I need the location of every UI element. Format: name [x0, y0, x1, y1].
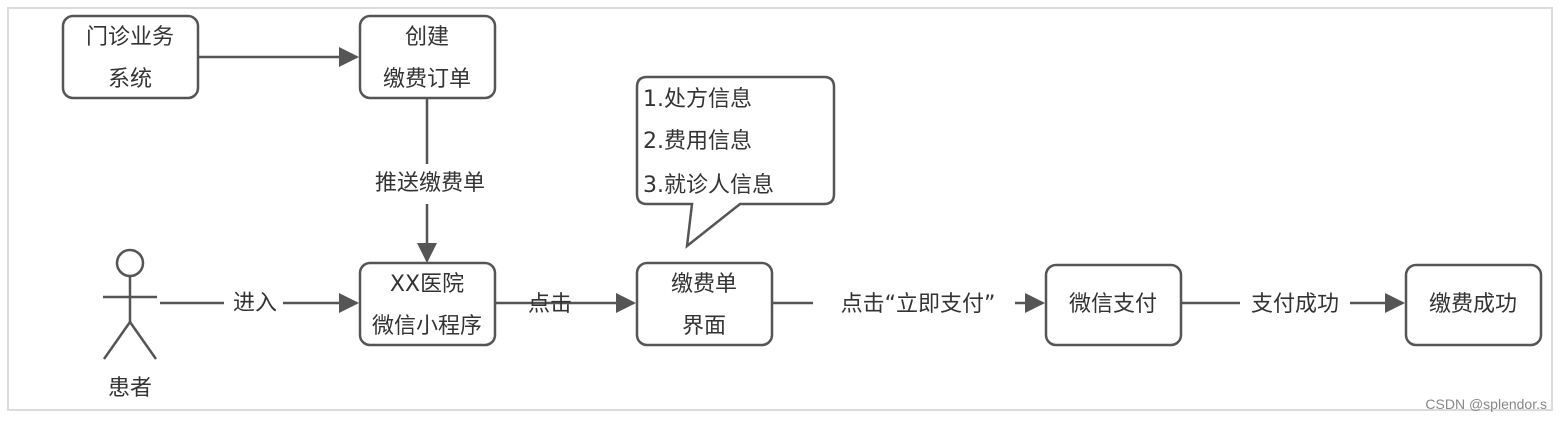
node-outpatient-line2: 系统 [108, 67, 152, 92]
callout-bill-details: 1.处方信息 2.费用信息 3.就诊人信息 [635, 75, 836, 249]
node-outpatient-system: 门诊业务 系统 [61, 14, 200, 100]
node-bill-page: 缴费单 界面 [635, 261, 774, 347]
edge-label-enter: 进入 [233, 291, 277, 316]
actor-label: 患者 [108, 376, 152, 401]
node-mini-program: XX医院 微信小程序 [358, 261, 497, 347]
node-pay-success: 缴费成功 [1404, 263, 1543, 347]
node-create-order-line1: 创建 [405, 25, 449, 50]
edge-label-pay-success: 支付成功 [1251, 292, 1339, 317]
actor-leg-right [128, 321, 158, 360]
callout-item-3: 3.就诊人信息 [643, 173, 774, 198]
callout-item-2: 2.费用信息 [643, 129, 752, 154]
node-mini-program-line1: XX医院 [390, 272, 464, 297]
edge-label-click: 点击 [528, 292, 572, 317]
actor-head [115, 248, 145, 278]
node-pay-success-label: 缴费成功 [1429, 292, 1517, 317]
node-outpatient-line1: 门诊业务 [86, 25, 174, 50]
node-mini-program-line2: 微信小程序 [372, 314, 482, 339]
node-create-order: 创建 缴费订单 [358, 14, 497, 100]
edge-label-push-bill: 推送缴费单 [375, 171, 485, 196]
actor-leg-left [102, 321, 132, 360]
node-bill-page-line2: 界面 [682, 314, 726, 339]
edge-label-click-pay-now: 点击“立即支付” [841, 292, 996, 317]
actor-patient [102, 248, 158, 360]
node-create-order-line2: 缴费订单 [383, 67, 471, 92]
callout-item-1: 1.处方信息 [643, 87, 752, 112]
node-bill-page-line1: 缴费单 [671, 272, 737, 297]
node-wechat-pay-label: 微信支付 [1069, 292, 1157, 317]
watermark-text: CSDN @splendor.s [1425, 396, 1547, 412]
callout-shape [635, 75, 836, 249]
diagram-frame [7, 7, 1553, 411]
node-wechat-pay: 微信支付 [1044, 263, 1183, 347]
